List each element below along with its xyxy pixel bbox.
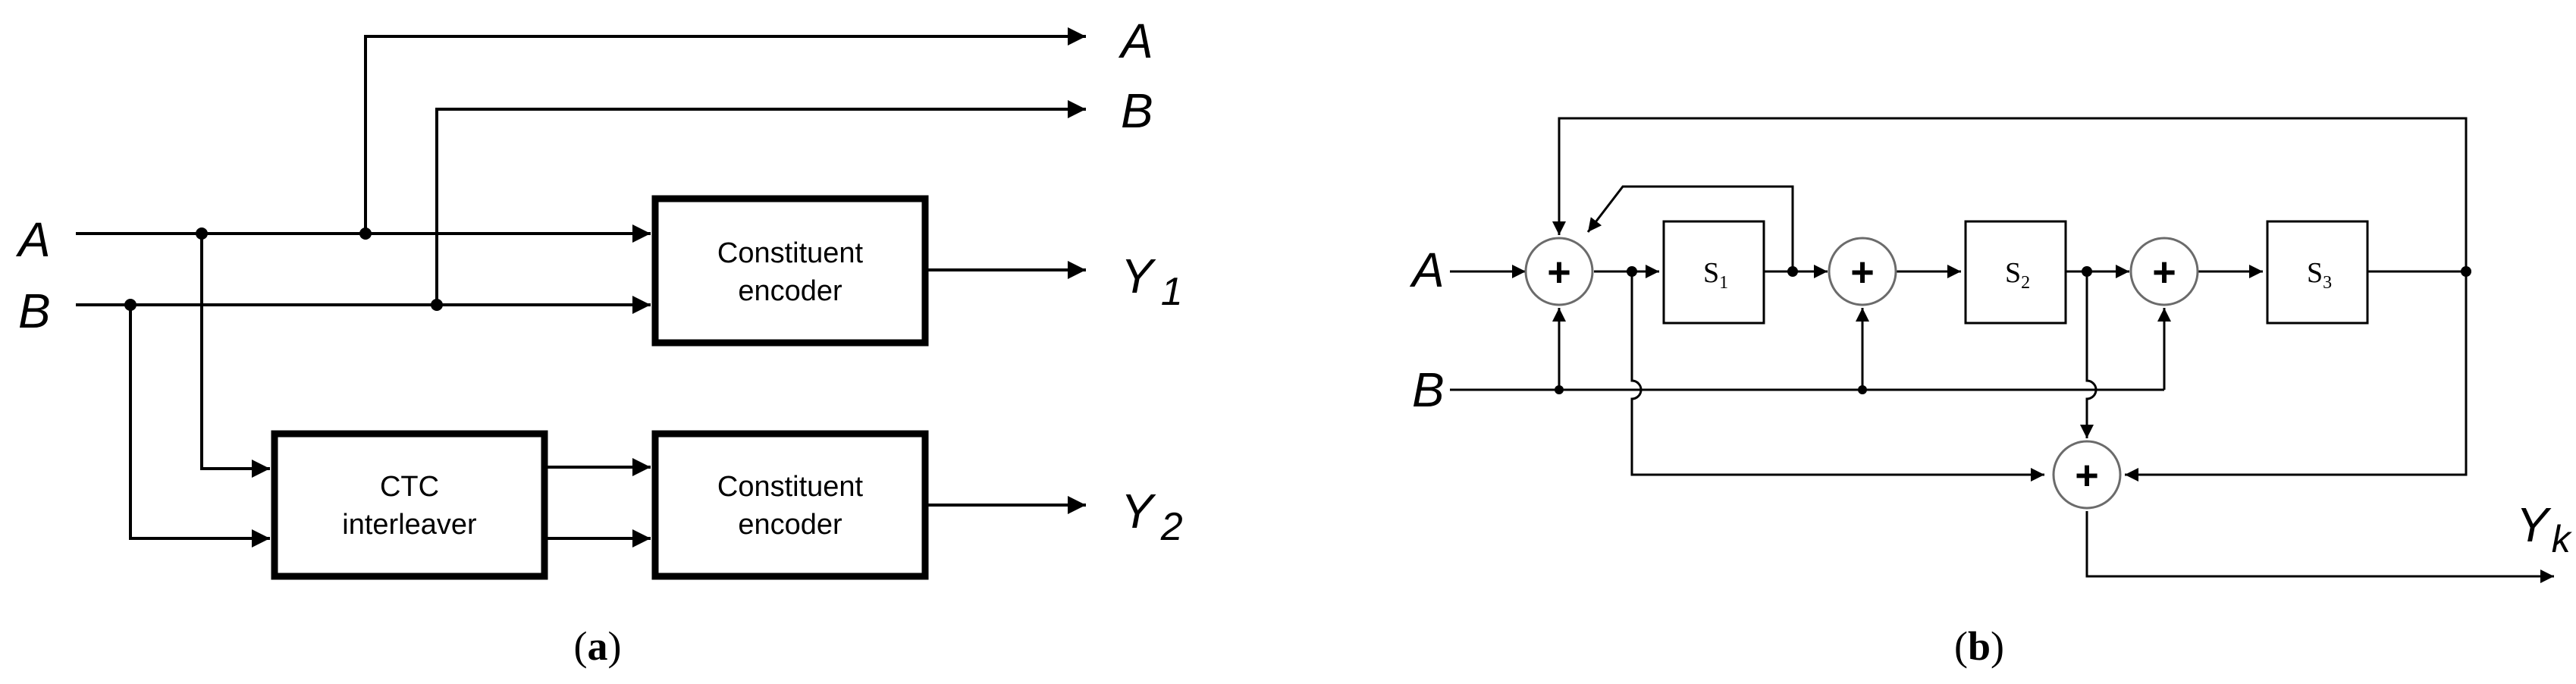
junction-dot bbox=[2082, 266, 2092, 277]
input-b-label: B bbox=[18, 284, 51, 338]
junction-dot bbox=[1787, 266, 1798, 277]
state-s2-label: S2 bbox=[2005, 257, 2030, 293]
wire-s1-feedback bbox=[1586, 185, 1794, 271]
state-register-s2 bbox=[1964, 220, 2067, 325]
junction-dot bbox=[1627, 266, 1637, 277]
constituent-encoder-bottom bbox=[651, 430, 929, 580]
wire-yk-output bbox=[2085, 511, 2554, 583]
output-b-label: B bbox=[1121, 83, 1153, 138]
input-b-label-b: B bbox=[1412, 362, 1445, 417]
encoder-bottom-line1: Constituent bbox=[717, 471, 864, 503]
input-a-label-b: A bbox=[1409, 243, 1445, 297]
adder-2 bbox=[1828, 237, 1897, 306]
caption-a: (a) bbox=[574, 623, 622, 669]
junction-dot bbox=[1858, 385, 1867, 394]
adder-3-symbol: + bbox=[2152, 249, 2176, 295]
adder-output bbox=[2052, 440, 2122, 510]
panel-b: A B bbox=[1409, 117, 2573, 669]
junction-dot bbox=[431, 299, 443, 311]
wire-tap-adder1-out bbox=[1630, 271, 2044, 482]
state-s1-label: S1 bbox=[1703, 257, 1728, 293]
wire-tap-s2-out bbox=[2080, 271, 2098, 438]
junction-dot bbox=[359, 227, 372, 240]
wire-a-bypass bbox=[364, 27, 1086, 234]
encoder-top-line2: encoder bbox=[738, 275, 842, 307]
wire-b-to-interleaver bbox=[129, 305, 270, 548]
output-a-label: A bbox=[1118, 14, 1153, 68]
state-register-s3 bbox=[2266, 220, 2369, 325]
junction-dot bbox=[2461, 266, 2471, 277]
wire-a-to-interleaver bbox=[200, 234, 270, 478]
junction-dot bbox=[196, 227, 208, 240]
adder-3 bbox=[2129, 237, 2199, 306]
adder-1 bbox=[1524, 237, 1594, 306]
constituent-encoder-top bbox=[651, 195, 929, 347]
adder-output-symbol: + bbox=[2075, 453, 2099, 498]
wire-tap-s3-out bbox=[2125, 271, 2468, 482]
adder-2-symbol: + bbox=[1850, 249, 1875, 295]
wire-b-bypass bbox=[435, 100, 1086, 305]
input-a-label: A bbox=[15, 212, 51, 267]
adder-1-symbol: + bbox=[1547, 249, 1571, 295]
ctc-interleaver bbox=[271, 430, 548, 580]
panel-a: A B Constituent encoder CTC interleaver bbox=[15, 14, 1183, 669]
state-register-s1 bbox=[1662, 220, 1765, 325]
output-yk-label: Yk bbox=[2516, 497, 2573, 560]
caption-b: (b) bbox=[1954, 623, 2004, 669]
junction-dot bbox=[1555, 385, 1564, 394]
state-s3-label: S3 bbox=[2307, 257, 2332, 293]
encoder-top-line1: Constituent bbox=[717, 237, 864, 269]
interleaver-line1: CTC bbox=[380, 471, 439, 503]
interleaver-line2: interleaver bbox=[342, 509, 477, 541]
encoder-bottom-line2: encoder bbox=[738, 509, 842, 541]
wire-feedback-loop bbox=[1552, 117, 2468, 271]
junction-dot bbox=[124, 299, 136, 311]
